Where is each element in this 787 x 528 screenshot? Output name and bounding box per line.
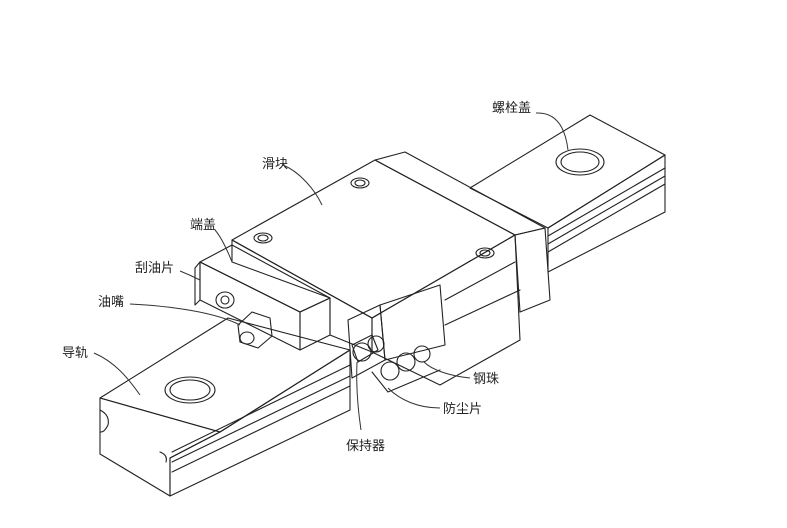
leader-scraper xyxy=(179,270,201,281)
grease-nipple xyxy=(237,311,273,349)
leader-guide-rail xyxy=(93,352,141,396)
end-cap-front-face xyxy=(199,261,301,351)
end-cap-back-top xyxy=(374,151,546,236)
grease-port-hole xyxy=(220,295,230,305)
label-dust-seal: 防尘片 xyxy=(443,401,482,417)
grease-nipple-tip xyxy=(239,331,255,345)
rail-back-groove xyxy=(547,167,666,253)
retainer xyxy=(351,334,379,363)
rail-back-bolt-hole xyxy=(555,148,605,176)
rail-front-side-face xyxy=(169,349,351,497)
guide-rail-front xyxy=(99,317,351,497)
grease-nipple-hex xyxy=(237,311,273,349)
end-cap-front-side xyxy=(299,297,331,351)
guide-rail-back xyxy=(469,114,666,273)
leader-retainer xyxy=(356,361,362,431)
label-scraper: 刮油片 xyxy=(135,261,174,276)
grease-port xyxy=(215,291,235,309)
steel-ball xyxy=(352,342,372,362)
dust-seal-plate xyxy=(347,304,386,379)
rail-back-side-face xyxy=(547,154,666,273)
dust-seal xyxy=(347,284,446,393)
leader-lines xyxy=(93,112,569,431)
steel-ball xyxy=(413,345,431,363)
label-guide-rail: 导轨 xyxy=(62,346,88,361)
rail-back-top-face xyxy=(469,114,666,229)
label-slider: 滑块 xyxy=(262,157,288,172)
label-retainer: 保持器 xyxy=(346,439,385,454)
steel-balls xyxy=(352,335,431,381)
leader-steel-ball xyxy=(423,361,471,379)
rail-front-bolt-hole xyxy=(164,376,216,404)
steel-ball xyxy=(396,352,416,372)
steel-ball xyxy=(367,335,385,353)
rail-front-groove xyxy=(171,364,351,473)
steel-ball xyxy=(380,361,400,381)
mounting-hole xyxy=(475,247,495,259)
leader-end-cap xyxy=(214,229,233,263)
label-grease-nipple: 油嘴 xyxy=(98,295,124,310)
label-end-seal-screw-cap: 螺栓盖 xyxy=(492,101,531,116)
rail-back-bolt-hole-inner xyxy=(560,151,600,173)
leader-end-seal-screw-cap xyxy=(535,112,569,151)
leader-dust-seal xyxy=(387,387,441,409)
rail-front-bolt-hole-inner xyxy=(169,379,211,401)
slider-side-grooves xyxy=(444,261,521,326)
labels: 螺栓盖 滑块 端盖 刮油片 油嘴 导轨 保持器 防尘片 钢珠 xyxy=(62,101,531,454)
label-steel-ball: 钢珠 xyxy=(473,372,499,387)
dust-seal-edge xyxy=(371,369,441,393)
slider-top-face xyxy=(231,159,516,319)
rail-front-top-face xyxy=(99,317,351,433)
leader-grease-nipple xyxy=(129,303,241,326)
rail-front-end-face xyxy=(99,397,221,497)
dust-seal-inner xyxy=(379,284,446,361)
retainer-strip xyxy=(351,334,379,363)
rail-front-end-notch xyxy=(99,409,167,463)
label-end-cap: 端盖 xyxy=(190,218,216,233)
end-cap-back-side xyxy=(514,227,551,313)
scraper-plate xyxy=(194,261,201,306)
mounting-hole xyxy=(253,232,273,244)
end-cap-front-top xyxy=(199,244,331,313)
end-cap-front xyxy=(194,244,331,351)
mounting-hole xyxy=(350,177,370,189)
leader-slider xyxy=(282,164,323,206)
end-cap-back xyxy=(374,151,551,313)
